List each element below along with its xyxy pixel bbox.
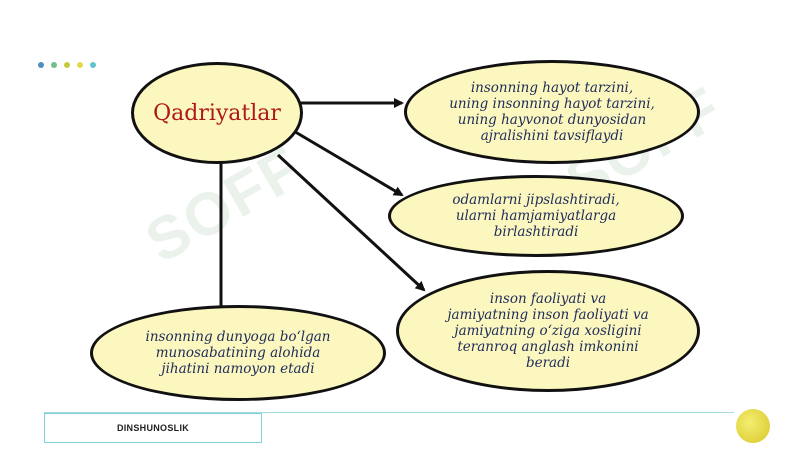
node-inson-faoliyati-text: inson faoliyati va jamiyatning inson fao… — [447, 291, 649, 371]
corner-decoration — [736, 409, 770, 443]
dot-2 — [51, 62, 57, 68]
dot-4 — [77, 62, 83, 68]
node-hayot-tarzi: insonning hayot tarzini, uning insonning… — [404, 60, 700, 164]
header-dots — [38, 62, 96, 68]
footer-label: DINSHUNOSLIK — [116, 423, 190, 433]
dot-5 — [90, 62, 96, 68]
arrow-to-node-2 — [291, 128, 404, 197]
node-dunyoga-munosabat-text: insonning dunyoga bo‘lgan munosabatining… — [145, 329, 331, 377]
node-jipslashtiradi-text: odamlarni jipslashtiradi, ularni hamjami… — [452, 192, 620, 240]
node-hayot-tarzi-text: insonning hayot tarzini, uning insonning… — [449, 80, 655, 144]
footer-label-box: DINSHUNOSLIK — [44, 413, 262, 443]
node-inson-faoliyati: inson faoliyati va jamiyatning inson fao… — [396, 270, 700, 392]
arrow-to-node-3 — [276, 153, 426, 292]
center-node: Qadriyatlar — [131, 62, 303, 164]
dot-1 — [38, 62, 44, 68]
node-jipslashtiradi: odamlarni jipslashtiradi, ularni hamjami… — [388, 175, 684, 257]
node-dunyoga-munosabat: insonning dunyoga bo‘lgan munosabatining… — [90, 305, 386, 401]
dot-3 — [64, 62, 70, 68]
footer-divider — [44, 412, 734, 413]
center-label: Qadriyatlar — [153, 100, 281, 126]
